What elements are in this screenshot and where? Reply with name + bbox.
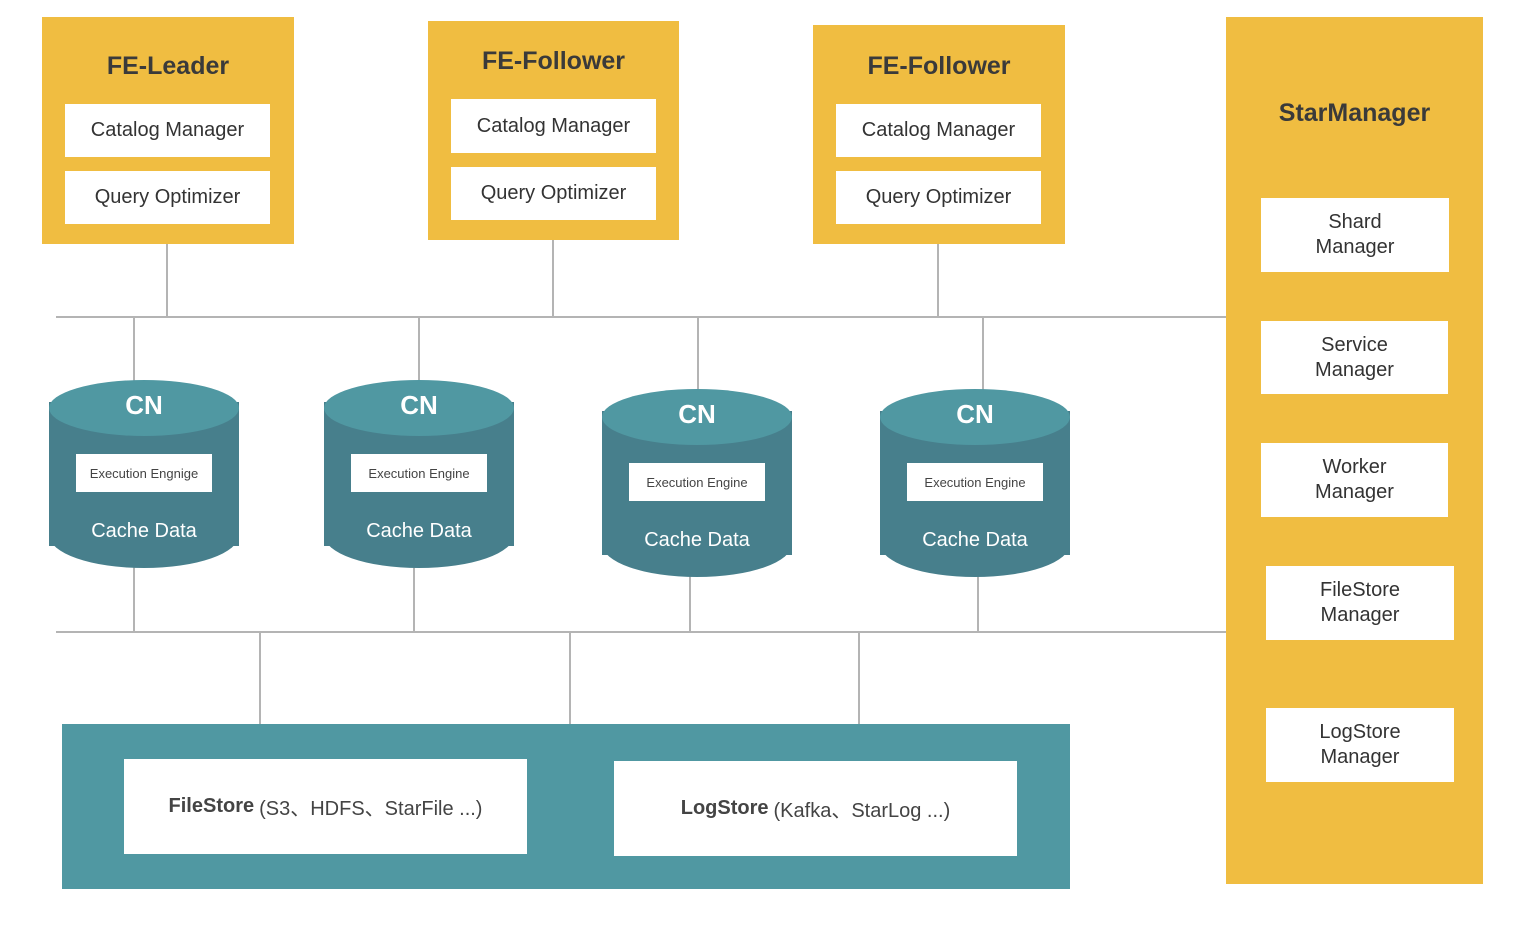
logstore-manager-box: LogStore Manager xyxy=(1266,708,1454,782)
upper-bus-line xyxy=(56,316,1226,318)
fe-follower-1-connector xyxy=(552,240,554,317)
cylinder-top xyxy=(324,380,514,436)
fe-follower-title: FE-Follower xyxy=(481,47,626,75)
fe-leader-node: FE-Leader Catalog Manager Query Optimize… xyxy=(42,17,294,244)
fe-follower-node-1: FE-Follower Catalog Manager Query Optimi… xyxy=(428,21,679,240)
catalog-manager-box: Catalog Manager xyxy=(65,104,270,157)
execution-engine-box: Execution Engnige xyxy=(76,454,212,492)
fe-follower-2-connector xyxy=(937,243,939,317)
lower-bus-line xyxy=(56,631,1226,633)
cache-data-label: Cache Data xyxy=(644,529,750,551)
fe-leader-connector xyxy=(166,243,168,317)
cn-label: CN xyxy=(400,390,438,420)
shared-storage-layer: FileStore (S3、HDFS、StarFile ...) LogStor… xyxy=(62,724,1070,889)
fe-leader-title: FE-Leader xyxy=(106,52,230,80)
storage-connector-2 xyxy=(569,632,571,724)
cylinder-top xyxy=(49,380,239,436)
cn-2-top-connector xyxy=(418,317,420,383)
cn-1-top-connector xyxy=(133,317,135,383)
cn-2-bottom-connector xyxy=(413,560,415,632)
shard-manager-box: Shard Manager xyxy=(1261,198,1449,272)
filestore-manager-box: FileStore Manager xyxy=(1266,566,1454,640)
star-manager-panel: StarManager Shard Manager Service Manage… xyxy=(1226,17,1483,884)
filestore-detail: (S3、HDFS、StarFile ...) xyxy=(259,798,483,820)
cn-node-1: CN Execution Engnige Cache Data xyxy=(49,380,239,568)
cn-1-bottom-connector xyxy=(133,560,135,632)
fe-follower-title: FE-Follower xyxy=(867,52,1011,80)
cylinder-top xyxy=(880,389,1070,445)
cn-node-2: CN Execution Engine Cache Data xyxy=(324,380,514,568)
worker-manager-box: Worker Manager xyxy=(1261,443,1448,517)
logstore-detail: (Kafka、StarLog ...) xyxy=(773,800,951,822)
cn-node-4: CN Execution Engine Cache Data xyxy=(880,389,1070,577)
storage-connector-3 xyxy=(858,632,860,724)
cn-4-bottom-connector xyxy=(977,570,979,632)
cylinder-top xyxy=(602,389,792,445)
execution-engine-box: Execution Engine xyxy=(629,463,765,501)
filestore-name: FileStore xyxy=(168,795,255,817)
cn-label: CN xyxy=(125,390,163,420)
filestore-box: FileStore (S3、HDFS、StarFile ...) xyxy=(124,759,527,854)
query-optimizer-box: Query Optimizer xyxy=(451,167,656,220)
cache-data-label: Cache Data xyxy=(922,529,1028,551)
cn-label: CN xyxy=(956,399,994,429)
catalog-manager-box: Catalog Manager xyxy=(836,104,1041,157)
logstore-name: LogStore xyxy=(680,797,769,819)
star-manager-title: StarManager xyxy=(1278,99,1431,127)
cn-node-3: CN Execution Engine Cache Data xyxy=(602,389,792,577)
query-optimizer-box: Query Optimizer xyxy=(836,171,1041,224)
fe-follower-node-2: FE-Follower Catalog Manager Query Optimi… xyxy=(813,25,1065,244)
catalog-manager-box: Catalog Manager xyxy=(451,99,656,153)
cache-data-label: Cache Data xyxy=(91,520,197,542)
cn-3-top-connector xyxy=(697,317,699,393)
query-optimizer-box: Query Optimizer xyxy=(65,171,270,224)
cn-4-top-connector xyxy=(982,317,984,393)
cn-3-bottom-connector xyxy=(689,570,691,632)
cache-data-label: Cache Data xyxy=(366,520,472,542)
logstore-box: LogStore (Kafka、StarLog ...) xyxy=(614,761,1017,856)
storage-connector-1 xyxy=(259,632,261,724)
cn-label: CN xyxy=(678,399,716,429)
execution-engine-box: Execution Engine xyxy=(351,454,487,492)
service-manager-box: Service Manager xyxy=(1261,321,1448,394)
execution-engine-box: Execution Engine xyxy=(907,463,1043,501)
